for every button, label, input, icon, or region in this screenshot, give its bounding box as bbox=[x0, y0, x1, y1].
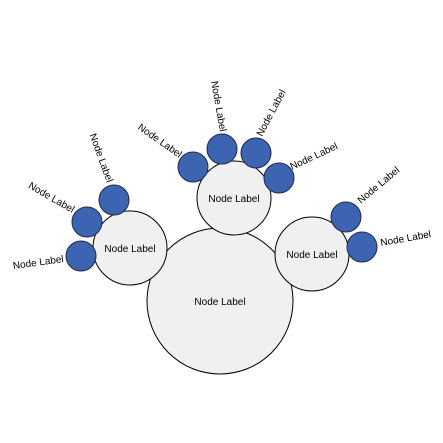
leaf-label-left-2: Node Label bbox=[26, 180, 76, 215]
leaf-node-top-2[interactable] bbox=[206, 133, 238, 165]
leaf-node-top-3[interactable] bbox=[240, 137, 272, 169]
leaf-label-top-4: Node Label bbox=[289, 141, 340, 173]
leaf-node-top-1[interactable] bbox=[177, 151, 209, 183]
top-node[interactable] bbox=[196, 160, 272, 236]
root-node-label: Node Label bbox=[194, 297, 245, 308]
leaf-label-top-2: Node Label bbox=[208, 80, 228, 132]
left-node-label: Node Label bbox=[104, 244, 155, 255]
leaf-node-top-4[interactable] bbox=[263, 162, 295, 194]
leaf-node-left-1[interactable] bbox=[65, 240, 97, 272]
leaf-node-left-3[interactable] bbox=[98, 184, 130, 216]
leaf-label-top-1: Node Label bbox=[135, 122, 183, 160]
leaf-label-right-2: Node Label bbox=[380, 229, 432, 249]
leaf-label-top-3: Node Label bbox=[255, 88, 289, 138]
leaf-label-left-1: Node Label bbox=[12, 254, 64, 272]
leaf-node-right-1[interactable] bbox=[330, 201, 362, 233]
top-node-label: Node Label bbox=[208, 194, 259, 205]
right-node-label: Node Label bbox=[286, 250, 337, 261]
leaf-node-left-2[interactable] bbox=[71, 206, 103, 238]
leaf-node-right-2[interactable] bbox=[346, 231, 378, 263]
leaf-label-left-3: Node Label bbox=[87, 132, 115, 184]
leaf-label-right-1: Node Label bbox=[356, 165, 402, 206]
